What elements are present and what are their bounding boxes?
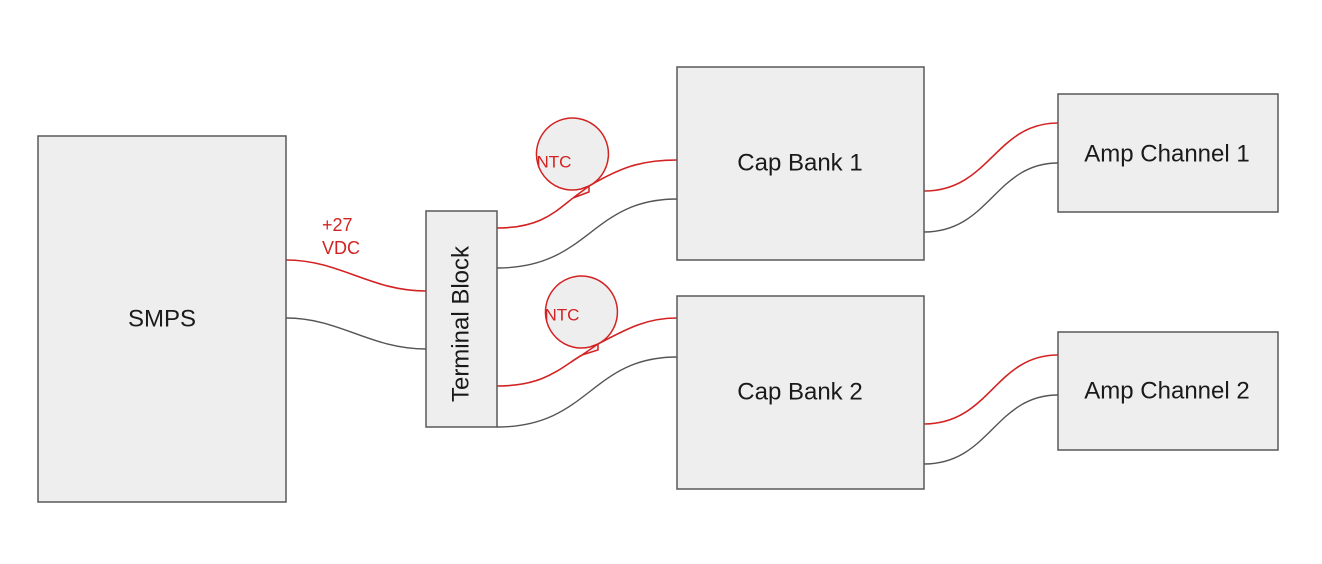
cap-bank-1-label: Cap Bank 1 [737, 149, 862, 176]
amp-channel-1-label: Amp Channel 1 [1084, 140, 1249, 167]
smps-negative-wire [285, 317, 427, 350]
ntc2-to-capbank2-positive-wire [597, 317, 678, 345]
smps-block: SMPS [37, 135, 287, 503]
smps-positive-wire [285, 259, 427, 292]
cap-bank-2: Cap Bank 2 [676, 295, 925, 490]
terminal-block-label: Terminal Block [447, 245, 474, 402]
supply-voltage-line1: +27 [322, 215, 353, 235]
cap-bank-1: Cap Bank 1 [676, 66, 925, 261]
tb-to-capbank1-negative-wire [496, 198, 678, 269]
ntc1-to-capbank1-positive-wire [588, 159, 678, 187]
tb-to-capbank2-positive-wire [496, 354, 583, 387]
tb-to-capbank2-negative-wire [496, 356, 678, 428]
amp-channel-2: Amp Channel 2 [1057, 331, 1279, 451]
terminal-block: Terminal Block [425, 210, 498, 428]
ntc-thermistor-1: NTC [535, 117, 610, 199]
capbank1-to-amp1-negative-wire [923, 162, 1059, 233]
amp-channel-1: Amp Channel 1 [1057, 93, 1279, 213]
supply-voltage-line2: VDC [322, 238, 360, 258]
capbank2-to-amp2-negative-wire [923, 394, 1059, 465]
amp-channel-2-label: Amp Channel 2 [1084, 377, 1249, 404]
capbank1-to-amp1-positive-wire [923, 122, 1059, 192]
cap-bank-2-label: Cap Bank 2 [737, 378, 862, 405]
ntc-2-label: NTC [545, 305, 580, 324]
smps-label: SMPS [128, 305, 196, 332]
supply-voltage-label: +27 VDC [322, 215, 360, 258]
tb-to-capbank1-positive-wire [496, 197, 574, 229]
ntc-1-label: NTC [537, 152, 572, 171]
capbank2-to-amp2-positive-wire [923, 354, 1059, 425]
ntc-thermistor-2: NTC [545, 275, 619, 356]
